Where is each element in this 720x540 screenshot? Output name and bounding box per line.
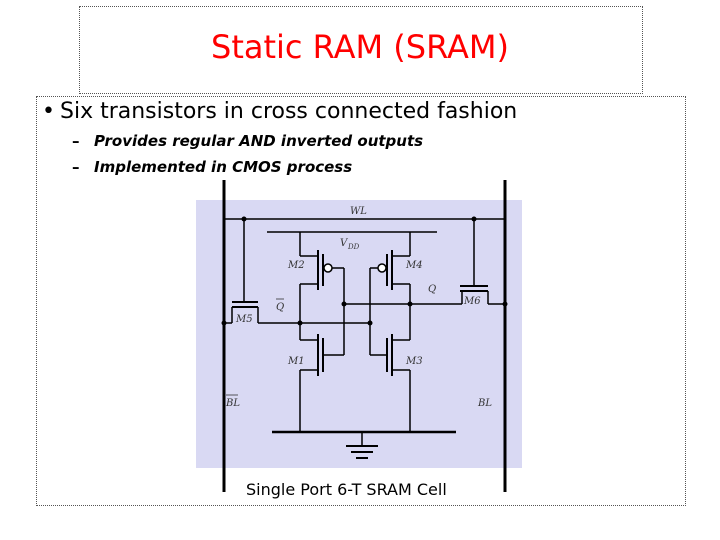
- sub-bullet-1: –Provides regular AND inverted outputs: [72, 132, 423, 150]
- vdd-subscript: DD: [347, 243, 360, 251]
- m3-label: M3: [405, 356, 423, 367]
- blbar-label: BL: [225, 398, 240, 409]
- schematic-panel: [196, 200, 522, 468]
- title-frame: [79, 6, 643, 94]
- dash-icon: –: [72, 158, 80, 176]
- qbar-label: Q: [276, 302, 284, 313]
- wl-label: WL: [350, 206, 367, 217]
- sub-bullet-text: Implemented in CMOS process: [94, 158, 353, 176]
- bl-label: BL: [477, 398, 492, 409]
- sub-bullet-text: Provides regular AND inverted outputs: [94, 132, 424, 150]
- sub-bullet-2: –Implemented in CMOS process: [72, 158, 352, 176]
- bullet-dot: •: [42, 99, 55, 124]
- dash-icon: –: [72, 132, 80, 150]
- q-label: Q: [428, 284, 436, 295]
- content-frame: [36, 96, 686, 506]
- bullet-1: •Six transistors in cross connected fash…: [42, 99, 517, 124]
- bullet-text: Six transistors in cross connected fashi…: [60, 99, 518, 124]
- m4-label: M4: [405, 260, 423, 271]
- figure-caption: Single Port 6-T SRAM Cell: [246, 480, 447, 499]
- m1-label: M1: [287, 356, 305, 367]
- m6-label: M6: [463, 296, 481, 307]
- vdd-label: V: [340, 238, 349, 249]
- m2-label: M2: [287, 260, 305, 271]
- m5-label: M5: [235, 314, 253, 325]
- slide-title: Static RAM (SRAM): [211, 28, 509, 66]
